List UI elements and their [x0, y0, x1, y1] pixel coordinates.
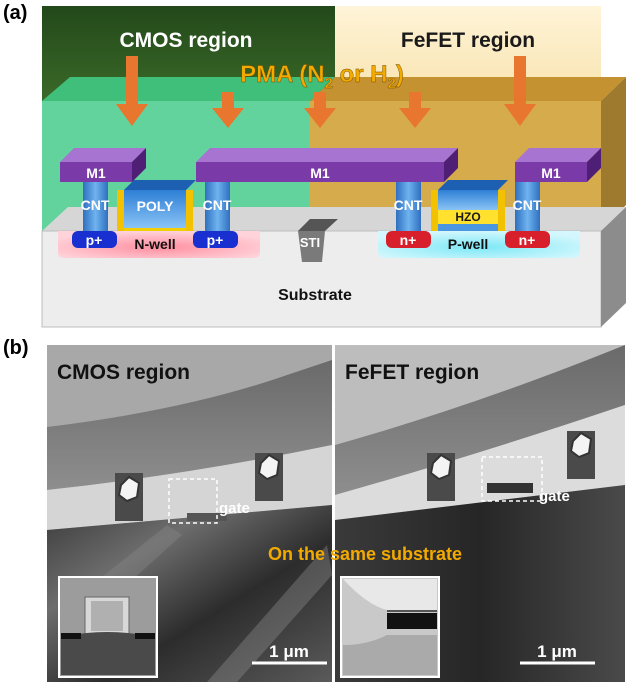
m1-right: [515, 162, 587, 182]
cnt-contact-4: [515, 180, 540, 231]
n-plus-right-label: n+: [519, 232, 536, 248]
gate-oxide-cmos: [124, 228, 186, 231]
scale-label-right: 1 μm: [537, 642, 577, 661]
poly-gate-top: [124, 180, 196, 190]
cmos-region-title: CMOS region: [119, 29, 252, 52]
m1-right-side: [587, 148, 601, 182]
fefet-region-title: FeFET region: [401, 29, 535, 52]
n-plus-left-label: n+: [400, 232, 417, 248]
cmos-spacer-right: [186, 190, 193, 231]
fefet-spacer-left: [431, 190, 438, 231]
tem-fefet-title: FeFET region: [345, 361, 479, 384]
cnt-label-2: CNT: [203, 197, 232, 213]
arrow-down-icon: [304, 92, 336, 128]
poly-label: POLY: [137, 198, 174, 214]
n-plus-left: [386, 231, 431, 248]
p-plus-right: [193, 231, 238, 248]
hzo-layer: [438, 210, 498, 224]
gate-label-right: gate: [539, 488, 570, 505]
inset-right: [340, 576, 440, 678]
same-substrate-label: On the same substrate: [268, 544, 462, 564]
sti-label: STI: [300, 235, 320, 250]
slab-right-face: [601, 77, 626, 231]
tem-cmos-title: CMOS region: [57, 361, 190, 384]
substrate-right-face: [601, 207, 626, 327]
pma-label: PMA (N2 or H2): [240, 61, 404, 92]
panel-b-label: (b): [3, 337, 29, 359]
m1-center: [196, 162, 444, 182]
arrow-down-icon: [504, 56, 536, 126]
m1-center-top: [196, 148, 458, 162]
sti-side: [298, 219, 338, 231]
p-plus-right-label: p+: [207, 232, 224, 248]
p-well-label: P-well: [448, 236, 488, 252]
cnt-contact-1: [83, 180, 108, 231]
fefet-spacer-right: [498, 190, 505, 231]
panel-a-label: (a): [3, 2, 28, 24]
sti: [298, 231, 325, 262]
m1-right-top: [515, 148, 601, 162]
cmos-slab-top-face: [42, 77, 335, 101]
poly-gate: [124, 190, 186, 228]
arrow-down-icon: [399, 92, 431, 128]
n-plus-right: [505, 231, 550, 248]
inset-left: [58, 576, 158, 678]
arrow-down-icon: [212, 92, 244, 128]
cmos-spacer-left: [117, 190, 124, 231]
arrow-down-icon: [116, 56, 148, 126]
fefet-slab-top-face: [310, 77, 626, 101]
cnt-label-1: CNT: [81, 197, 110, 213]
m1-right-label: M1: [541, 165, 561, 181]
gate-box-left: [168, 478, 218, 524]
pma-arrows: [116, 56, 536, 128]
cnt-label-3: CNT: [394, 197, 423, 213]
gate-box-right: [481, 456, 543, 502]
p-plus-left: [72, 231, 117, 248]
scale-label-left: 1 μm: [269, 642, 309, 661]
m1-left: [60, 162, 132, 182]
m1-center-label: M1: [310, 165, 330, 181]
hzo-label: HZO: [455, 210, 480, 224]
substrate-label: Substrate: [278, 287, 352, 304]
m1-center-side: [444, 148, 458, 182]
device-schematic: CMOS region FeFET region PMA (N2 or H2) …: [41, 6, 626, 328]
m1-left-top: [60, 148, 146, 162]
tem-micrograph: CMOS region FeFET region gate gate On th…: [47, 345, 625, 682]
m1-left-side: [132, 148, 146, 182]
fefet-gate-metal: [438, 190, 498, 210]
cnt-contact-2: [205, 180, 230, 231]
cnt-label-4: CNT: [513, 197, 542, 213]
p-plus-left-label: p+: [86, 232, 103, 248]
gate-label-left: gate: [219, 500, 250, 517]
cnt-contact-3: [396, 180, 421, 231]
n-well-label: N-well: [134, 236, 175, 252]
fefet-gate-bottom: [438, 224, 498, 231]
fefet-gate-top: [438, 180, 508, 190]
m1-left-label: M1: [86, 165, 106, 181]
